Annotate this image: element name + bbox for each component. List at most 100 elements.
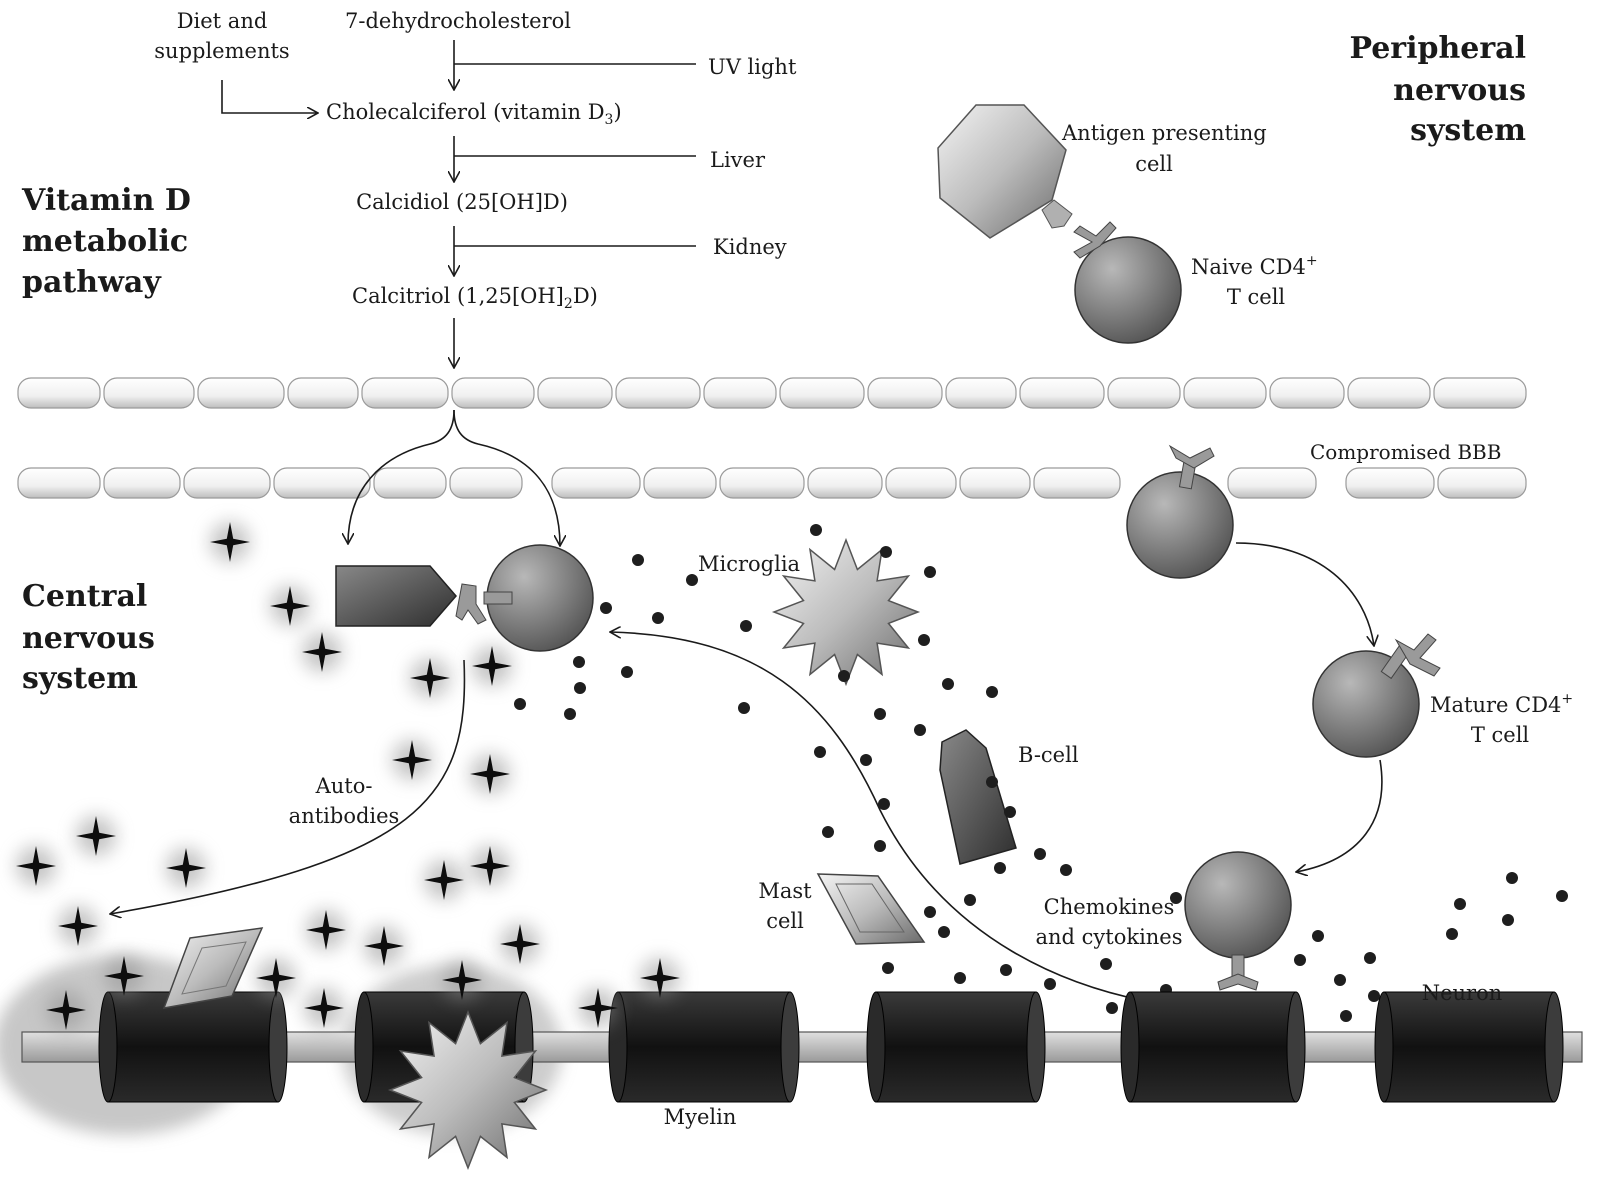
chemokine-dot-50 bbox=[1502, 914, 1514, 926]
chemokine-dot-32 bbox=[924, 906, 936, 918]
chemokine-dot-48 bbox=[1506, 872, 1518, 884]
autoantibodies-label-line1: Auto- bbox=[315, 774, 373, 798]
chemokine-dot-1 bbox=[632, 554, 644, 566]
bbb-brick-top-6 bbox=[537, 377, 613, 409]
bbb-brick-top-9 bbox=[779, 377, 865, 409]
mast-cell bbox=[816, 873, 926, 945]
sparkle-16 bbox=[104, 956, 144, 996]
kidney-label: Kidney bbox=[713, 235, 787, 259]
chemokine-dot-10 bbox=[621, 666, 633, 678]
neuron-attacking-t-cell bbox=[1184, 851, 1292, 991]
bbb-brick-bottom-5 bbox=[449, 467, 523, 499]
vitamin-d-pathway: Diet and supplements 7-dehydrocholestero… bbox=[154, 9, 797, 368]
sparkle-6 bbox=[470, 754, 510, 794]
chemokine-dot-28 bbox=[994, 862, 1006, 874]
chemokine-dot-13 bbox=[564, 708, 576, 720]
svg-text:nervous: nervous bbox=[1393, 73, 1526, 108]
autoantibodies-label-line2: antibodies bbox=[289, 804, 400, 828]
sparkle-5 bbox=[392, 740, 432, 780]
dehydrocholesterol-label: 7-dehydrocholesterol bbox=[345, 9, 571, 33]
chemokine-dot-4 bbox=[924, 566, 936, 578]
cns-t-cell bbox=[455, 544, 594, 652]
b-cell bbox=[939, 729, 1017, 865]
section-title-pns: Peripheral nervous system bbox=[1349, 31, 1526, 148]
bbb-brick-top-17 bbox=[1433, 377, 1527, 409]
bbb-brick-bottom-13 bbox=[1227, 467, 1317, 499]
svg-text:Peripheral: Peripheral bbox=[1349, 31, 1526, 66]
chemokine-dot-12 bbox=[514, 698, 526, 710]
bbb-brick-bottom-2 bbox=[183, 467, 271, 499]
svg-text:system: system bbox=[1410, 113, 1526, 148]
apc-label-line2: cell bbox=[1135, 152, 1173, 176]
chemokine-dot-46 bbox=[1340, 1010, 1352, 1022]
bbb-brick-top-0 bbox=[17, 377, 101, 409]
bbb-brick-bottom-15 bbox=[1437, 467, 1527, 499]
compromised-bbb-label: Compromised BBB bbox=[1310, 440, 1501, 464]
chemokine-dot-42 bbox=[1364, 952, 1376, 964]
bbb-brick-bottom-14 bbox=[1345, 467, 1435, 499]
myelin-sheath bbox=[98, 991, 1564, 1103]
mature-t-cell bbox=[1312, 633, 1441, 758]
calcidiol-label: Calcidiol (25[OH]D) bbox=[356, 190, 568, 214]
chemokine-dot-26 bbox=[874, 840, 886, 852]
chemokine-dot-36 bbox=[1000, 964, 1012, 976]
sparkle-11 bbox=[470, 846, 510, 886]
chemokine-dot-20 bbox=[814, 746, 826, 758]
calcitriol-label: Calcitriol (1,25[OH]2D) bbox=[352, 284, 598, 312]
chemokine-dot-47 bbox=[1454, 898, 1466, 910]
svg-text:Central: Central bbox=[22, 579, 147, 614]
chemokine-dot-35 bbox=[954, 972, 966, 984]
myelin-segment-0 bbox=[98, 991, 288, 1103]
svg-text:metabolic: metabolic bbox=[22, 224, 188, 259]
chemokine-dot-17 bbox=[986, 686, 998, 698]
bbb-brick-top-12 bbox=[1019, 377, 1105, 409]
chemokine-dot-19 bbox=[914, 724, 926, 736]
bbb-brick-top-2 bbox=[197, 377, 285, 409]
mature-cd4-label-line1: Mature CD4+ bbox=[1430, 691, 1573, 717]
bbb-brick-bottom-11 bbox=[959, 467, 1031, 499]
chemokine-dot-11 bbox=[574, 682, 586, 694]
chemokine-dot-22 bbox=[986, 776, 998, 788]
b-cell-label: B-cell bbox=[1018, 743, 1079, 767]
sparkle-20 bbox=[442, 960, 482, 1000]
sparkle-17 bbox=[46, 990, 86, 1030]
section-title-cns: Central nervous system bbox=[22, 579, 155, 696]
chemokine-dot-27 bbox=[1034, 848, 1046, 860]
sparkle-15 bbox=[500, 924, 540, 964]
myelin-label: Myelin bbox=[664, 1105, 737, 1129]
section-title-vitamin-d: Vitamin D metabolic pathway bbox=[21, 183, 191, 300]
bbb-brick-top-16 bbox=[1347, 377, 1431, 409]
bbb-brick-bottom-12 bbox=[1033, 467, 1121, 499]
bbb-brick-bottom-8 bbox=[719, 467, 805, 499]
arrow-to-mature-t-cell bbox=[1235, 542, 1374, 646]
sparkle-21 bbox=[578, 988, 618, 1028]
sparkle-4 bbox=[472, 646, 512, 686]
chemokine-dot-5 bbox=[600, 602, 612, 614]
bbb-brick-bottom-3 bbox=[273, 467, 371, 499]
chemokine-dot-2 bbox=[686, 574, 698, 586]
myelin-segment-3 bbox=[866, 991, 1046, 1103]
sparkle-2 bbox=[302, 632, 342, 672]
chemokine-dot-29 bbox=[1060, 864, 1072, 876]
chemokine-dot-0 bbox=[810, 524, 822, 536]
bbb-brick-top-15 bbox=[1269, 377, 1345, 409]
chemokine-dot-43 bbox=[1294, 954, 1306, 966]
chemokine-dot-15 bbox=[838, 670, 850, 682]
svg-text:Vitamin D: Vitamin D bbox=[21, 183, 191, 218]
chemokine-dot-3 bbox=[880, 546, 892, 558]
plasma-b-cell bbox=[335, 565, 457, 627]
bbb-brick-bottom-0 bbox=[17, 467, 101, 499]
apc-label-line1: Antigen presenting bbox=[1061, 121, 1267, 145]
bbb-brick-bottom-6 bbox=[551, 467, 641, 499]
sparkle-10 bbox=[424, 860, 464, 900]
sparkle-9 bbox=[166, 848, 206, 888]
bbb-brick-top-10 bbox=[867, 377, 943, 409]
chemokine-dot-25 bbox=[822, 826, 834, 838]
chemokine-dot-16 bbox=[942, 678, 954, 690]
svg-text:pathway: pathway bbox=[22, 265, 162, 300]
sparkle-22 bbox=[640, 958, 680, 998]
bbb-brick-top-4 bbox=[361, 377, 449, 409]
sparkle-19 bbox=[304, 988, 344, 1028]
chemokine-dot-37 bbox=[1044, 978, 1056, 990]
bbb-brick-top-3 bbox=[287, 377, 359, 409]
